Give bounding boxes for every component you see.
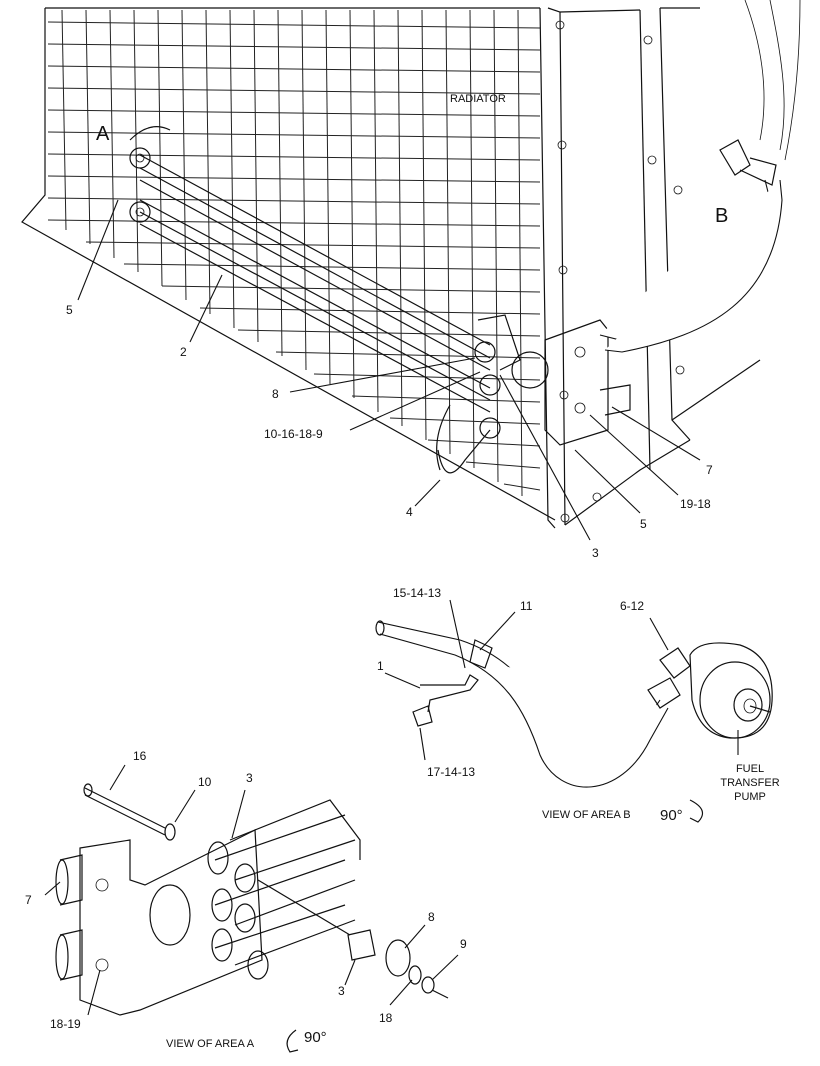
callout-16: 16: [133, 749, 147, 763]
callout-8-top: 8: [272, 387, 279, 401]
label-transfer: TRANSFER: [720, 777, 779, 789]
radiator-grid-line: [85, 241, 541, 249]
radiator-grid-line: [161, 285, 541, 293]
radiator-grid-line: [397, 9, 403, 427]
radiator-grid-line: [349, 9, 355, 399]
rotation-b: 90°: [660, 807, 683, 824]
callout-3-top: 3: [592, 546, 599, 560]
label-area-a: A: [96, 123, 110, 145]
callout-7-a: 7: [25, 893, 32, 907]
radiator-grid-line: [47, 175, 541, 183]
radiator-grid-line: [237, 329, 541, 337]
callout-5-right: 5: [640, 517, 647, 531]
radiator-grid-line: [503, 483, 541, 491]
callout-17-14-13: 17-14-13: [427, 765, 475, 779]
view-area-a: [55, 783, 449, 1053]
radiator-grid-line: [205, 9, 211, 315]
radiator-grid-line: [313, 373, 541, 381]
labels: RADIATOR A B 5 2 8 10-16-18-9 4 3 5 19-1…: [25, 93, 780, 1050]
radiator-grid-line: [47, 153, 541, 161]
radiator-grid-line: [123, 263, 541, 271]
radiator-grid-line: [373, 9, 379, 413]
radiator-grid-line: [351, 395, 541, 403]
radiator-grid-line: [253, 9, 259, 343]
radiator-grid-line: [61, 9, 67, 231]
label-fuel: FUEL: [736, 763, 764, 775]
callout-4: 4: [406, 505, 413, 519]
view-area-a-caption: VIEW OF AREA A: [166, 1038, 255, 1050]
radiator-grid-line: [47, 21, 541, 29]
callout-19-18: 19-18: [680, 497, 711, 511]
radiator-grid-line: [181, 9, 187, 301]
label-area-b: B: [715, 205, 728, 227]
callout-3-a-top: 3: [246, 771, 253, 785]
view-area-b: [375, 620, 773, 823]
callout-10: 10: [198, 775, 212, 789]
radiator-grid-line: [47, 131, 541, 139]
radiator-side-frame: [539, 7, 761, 529]
radiator-grid-line: [47, 197, 541, 205]
radiator-grid-line: [229, 9, 235, 329]
radiator-grid-line: [109, 9, 115, 259]
callout-3-a-bottom: 3: [338, 984, 345, 998]
radiator-grid-line: [301, 9, 307, 371]
radiator-grid-line: [157, 9, 163, 287]
callout-8-a: 8: [428, 910, 435, 924]
radiator-grid-line: [465, 461, 541, 469]
radiator-grid-vertical: [61, 9, 523, 497]
radiator-grid-line: [389, 417, 541, 425]
radiator-grid-line: [427, 439, 541, 447]
radiator-grid-horizontal: [47, 21, 541, 491]
radiator-grid-line: [275, 351, 541, 359]
callout-10-16-18-9: 10-16-18-9: [264, 427, 323, 441]
radiator-grid-line: [493, 9, 499, 483]
radiator-grid-line: [277, 9, 283, 357]
view-area-b-caption: VIEW OF AREA B: [542, 809, 631, 821]
callout-2: 2: [180, 345, 187, 359]
radiator-core: [21, 7, 556, 521]
callout-1: 1: [377, 659, 384, 673]
callout-5-left: 5: [66, 303, 73, 317]
radiator-grid-line: [47, 219, 541, 227]
callout-18-19: 18-19: [50, 1017, 81, 1031]
callout-7-top: 7: [706, 463, 713, 477]
radiator-grid-line: [445, 9, 451, 455]
callout-9-a: 9: [460, 937, 467, 951]
callout-15-14-13: 15-14-13: [393, 586, 441, 600]
callout-18-a: 18: [379, 1011, 393, 1025]
leader-lines: [44, 199, 739, 1016]
radiator-grid-line: [47, 109, 541, 117]
oil-cooler-tubes: [129, 126, 491, 413]
radiator-grid-line: [47, 65, 541, 73]
label-pump: PUMP: [734, 791, 766, 803]
radiator-grid-line: [199, 307, 541, 315]
radiator-grid-line: [325, 9, 331, 385]
radiator-grid-line: [47, 43, 541, 51]
callout-11: 11: [520, 599, 533, 613]
callout-6-12: 6-12: [620, 599, 644, 613]
rotation-a: 90°: [304, 1029, 327, 1046]
radiator-grid-line: [85, 9, 91, 245]
hose-to-top: [599, 0, 801, 353]
radiator-grid-line: [133, 9, 139, 273]
cooler-bracket: [436, 314, 631, 474]
label-radiator: RADIATOR: [450, 93, 506, 105]
radiator-grid-line: [47, 87, 541, 95]
